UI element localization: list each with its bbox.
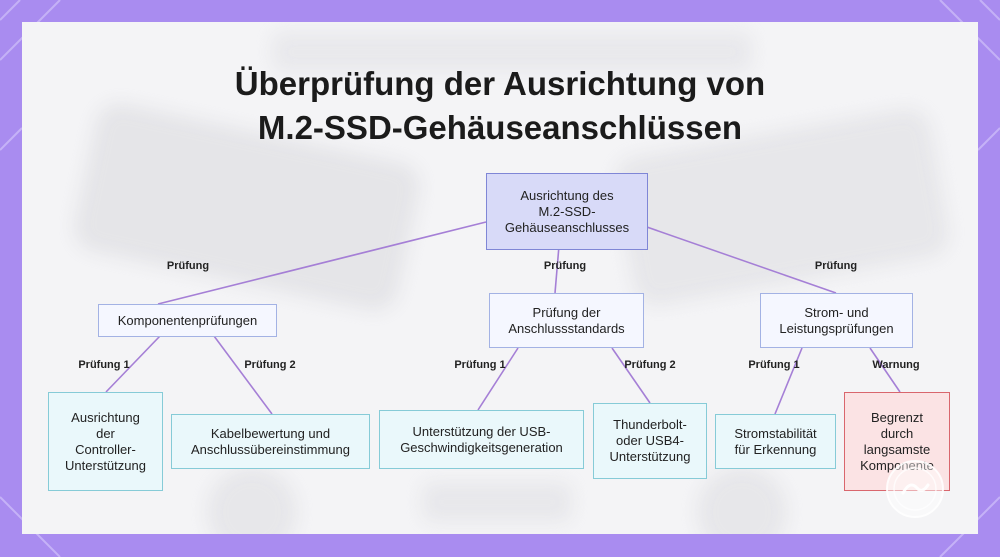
connector-left-1 (105, 335, 161, 393)
root-node: Ausrichtung des M.2-SSD- Gehäuseanschlus… (486, 173, 648, 250)
diagram-title: Überprüfung der Ausrichtung von M.2-SSD-… (22, 62, 978, 150)
node-text: Ausrichtung (71, 409, 140, 425)
leaf-thunderbolt-usb4: Thunderbolt- oder USB4- Unterstützung (593, 403, 707, 479)
edge-label-right-2: Warnung (872, 359, 920, 371)
connector-right-2 (869, 347, 901, 393)
title-line-2: M.2-SSD-Gehäuseanschlüssen (257, 109, 743, 146)
node-text: der (96, 425, 115, 441)
node-text: Ausrichtung des (520, 187, 614, 203)
edge-label-left-2: Prüfung 2 (244, 359, 296, 371)
node-text: Anschlussübereinstimmung (191, 441, 350, 457)
edge-label-center-2: Prüfung 2 (624, 359, 676, 371)
node-text: durch (880, 425, 914, 441)
connector-root-left (157, 221, 487, 305)
edge-label-branch-2: Prüfung (543, 260, 587, 272)
node-text: langsamste (863, 441, 931, 457)
connector-right-1 (774, 347, 803, 415)
node-text: Thunderbolt- (613, 417, 687, 432)
edge-label-left-1: Prüfung 1 (78, 359, 130, 371)
leaf-stromstabilitaet: Stromstabilität für Erkennung (715, 414, 836, 469)
node-text: Komponentenprüfungen (117, 312, 258, 328)
node-text: Strom- und (804, 304, 869, 320)
node-text: für Erkennung (734, 441, 817, 457)
warning-langsamste-komponente: Begrenzt durch langsamste Komponente (844, 392, 950, 491)
node-text: Geschwindigkeitsgeneration (400, 439, 563, 455)
node-text: Unterstützung (65, 457, 146, 473)
edge-label-right-1: Prüfung 1 (748, 359, 800, 371)
node-text: Controller- (75, 441, 136, 457)
connector-layer (105, 221, 901, 415)
connector-left-2 (213, 335, 273, 415)
connector-center-1 (477, 347, 519, 411)
connector-center-2 (611, 347, 651, 404)
node-text: Begrenzt (870, 409, 924, 425)
edge-label-center-1: Prüfung 1 (454, 359, 506, 371)
diagram-card: Überprüfung der Ausrichtung von M.2-SSD-… (22, 22, 978, 534)
title-line-1: Überprüfung der Ausrichtung von (234, 65, 766, 102)
node-text: Kabelbewertung und (210, 425, 331, 441)
node-text: Unterstützung der USB- (412, 423, 551, 439)
background-photo (74, 32, 949, 534)
node-text: oder USB4- (616, 433, 684, 448)
node-leistungspruefungen: Strom- und Leistungsprüfungen (760, 293, 913, 348)
node-text: Stromstabilität (734, 425, 817, 441)
node-text: Leistungsprüfungen (779, 320, 894, 336)
edge-label-branch-3: Prüfung (814, 260, 858, 272)
leaf-kabelbewertung: Kabelbewertung und Anschlussübereinstimm… (171, 414, 370, 469)
connector-root-right (643, 225, 837, 294)
node-text: Prüfung der (532, 304, 601, 320)
node-text: Anschlussstandards (508, 320, 625, 336)
leaf-controller-unterstuetzung: Ausrichtung der Controller- Unterstützun… (48, 392, 163, 491)
node-text: M.2-SSD- (538, 203, 596, 219)
node-anschlussstandards: Prüfung der Anschlussstandards (489, 293, 644, 348)
circular-logo-icon (886, 460, 944, 518)
node-text: Unterstützung (609, 449, 691, 464)
node-text: Gehäuseanschlusses (504, 219, 630, 235)
leaf-usb-geschwindigkeit: Unterstützung der USB- Geschwindigkeitsg… (379, 410, 584, 469)
edge-label-branch-1: Prüfung (166, 260, 210, 272)
node-komponentenpruefungen: Komponentenprüfungen (98, 304, 277, 337)
